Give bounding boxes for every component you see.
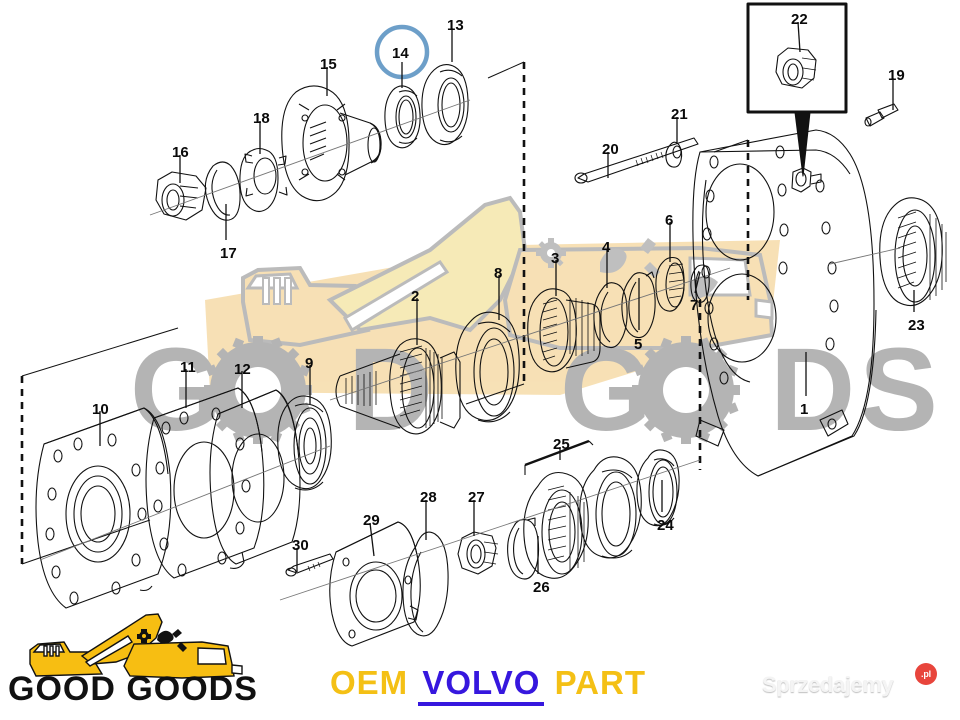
part-23-gear xyxy=(829,197,947,307)
part-2-gear-shaft xyxy=(335,338,461,435)
part-17-snap-ring xyxy=(204,161,241,221)
callout-label-7: 7 xyxy=(690,297,699,314)
callout-label-21: 21 xyxy=(671,106,688,123)
part-14-seal xyxy=(384,85,421,149)
svg-text:DS: DS xyxy=(770,324,942,456)
callout-label-28: 28 xyxy=(420,489,437,506)
part-4-snap-ring xyxy=(593,282,628,349)
callout-label-6: 6 xyxy=(665,212,674,229)
callout-label-9: 9 xyxy=(305,355,314,372)
part-6-bushing xyxy=(655,256,685,312)
sprzedajemy-pl-badge: .pl xyxy=(915,663,937,685)
oem-brand: VOLVO xyxy=(418,664,545,706)
part-15-drive-flange xyxy=(281,85,382,202)
good-goods-logo-vehicles xyxy=(29,613,243,679)
callout-leader-29 xyxy=(369,522,375,557)
part-1-axle-housing xyxy=(692,129,877,477)
oem-part-banner: OEM VOLVO PART xyxy=(330,664,646,706)
callout-leader-22 xyxy=(797,21,801,53)
part-5-snap-ring xyxy=(621,271,656,339)
part-24-bearing-race xyxy=(636,449,680,527)
part-28-o-ring xyxy=(402,531,449,637)
callout-label-20: 20 xyxy=(602,141,619,158)
callout-label-26: 26 xyxy=(533,579,550,596)
callout-label-27: 27 xyxy=(468,489,485,506)
callout-label-15: 15 xyxy=(320,56,337,73)
callout-label-16: 16 xyxy=(172,144,189,161)
callout-label-1: 1 xyxy=(800,401,809,418)
part-9-bearing xyxy=(277,395,332,491)
callout-label-14: 14 xyxy=(392,45,409,62)
part-13-bearing-race xyxy=(421,64,469,146)
callout-label-30: 30 xyxy=(292,537,309,554)
part-11-gasket xyxy=(145,387,265,579)
callout-label-10: 10 xyxy=(92,401,109,418)
callout-label-18: 18 xyxy=(253,110,270,127)
callout-label-22: 22 xyxy=(791,11,808,28)
company-logo-text: GOOD GOODS xyxy=(8,670,258,708)
callout-label-23: 23 xyxy=(908,317,925,334)
callout-label-25: 25 xyxy=(553,436,570,453)
part-12-shim xyxy=(209,389,301,565)
callout-label-8: 8 xyxy=(494,265,503,282)
part-29-cover xyxy=(329,521,421,647)
part-30-bolt xyxy=(285,553,334,577)
part-19-dowel-pin xyxy=(864,103,899,127)
callout-label-2: 2 xyxy=(411,288,420,305)
callout-label-12: 12 xyxy=(234,361,251,378)
part-18-lock-washer xyxy=(239,147,288,213)
part-20-long-bolt xyxy=(574,137,699,184)
callout-label-29: 29 xyxy=(363,512,380,529)
callout-leader-7 xyxy=(694,271,701,294)
callout-label-3: 3 xyxy=(551,250,560,267)
detail-box-pointer xyxy=(794,111,811,177)
part-3-splined-coupling xyxy=(527,288,601,373)
part-25b-outer-race xyxy=(579,456,642,559)
housing-bolt-holes xyxy=(701,145,839,385)
part-16-nut xyxy=(155,171,207,221)
oem-prefix: OEM xyxy=(330,664,409,701)
callout-label-5: 5 xyxy=(634,336,643,353)
callout-label-17: 17 xyxy=(220,245,237,262)
callout-label-4: 4 xyxy=(602,239,611,256)
part-22-detail-nut xyxy=(775,47,817,89)
callout-label-13: 13 xyxy=(447,17,464,34)
callout-label-11: 11 xyxy=(180,359,196,376)
sprzedajemy-watermark: Sprzedajemy xyxy=(762,672,894,697)
part-10-hub-carrier xyxy=(35,407,172,609)
oem-suffix: PART xyxy=(554,664,646,701)
callout-label-24: 24 xyxy=(657,517,674,534)
part-21-washer xyxy=(665,141,683,168)
callout-label-19: 19 xyxy=(888,67,905,84)
